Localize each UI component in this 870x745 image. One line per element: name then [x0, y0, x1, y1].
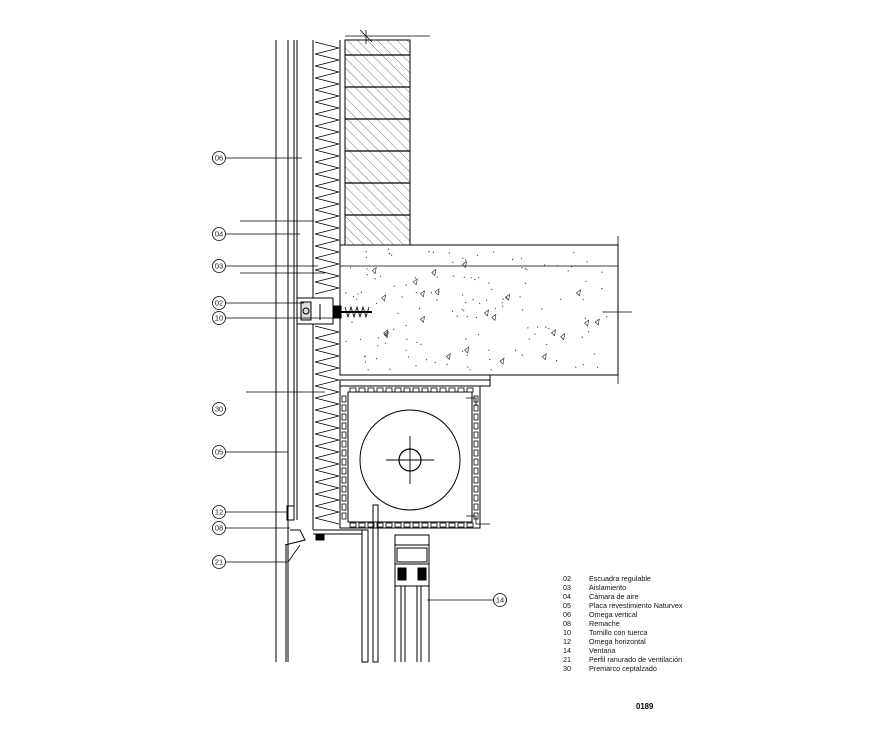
legend-item-number: 06 — [563, 610, 571, 619]
legend-item: 04 Cámara de aire — [563, 592, 639, 601]
callout-bubbles: 06 04 03 02 10 30 05 12 — [212, 151, 507, 607]
legend-item-text: Premarco ceptalzado — [589, 664, 657, 673]
legend-item: 02 Escuadra regulable — [563, 574, 651, 583]
callout-02: 02 — [212, 296, 226, 310]
callout-06-label: 06 — [215, 154, 223, 163]
legend-item-text: Aislamiento — [589, 583, 626, 592]
legend-item-number: 02 — [563, 574, 571, 583]
callout-03-label: 03 — [215, 262, 223, 271]
legend-item: 03 Aislamiento — [563, 583, 626, 592]
insulation-layer — [314, 41, 340, 525]
legend-item: 08 Remache — [563, 619, 620, 628]
callout-12: 12 — [212, 505, 226, 519]
callout-14: 14 — [493, 593, 507, 607]
legend-item: 06 Omega vertical — [563, 610, 638, 619]
legend-item: 12 Omega horizontal — [563, 637, 646, 646]
callout-10: 10 — [212, 311, 226, 325]
callout-05: 05 — [212, 445, 226, 459]
legend-item: 14 Ventana — [563, 646, 615, 655]
callout-04: 04 — [212, 227, 226, 241]
concrete-slab — [339, 236, 632, 384]
legend: 02 Escuadra regulable 03 Aislamiento 04 … — [563, 574, 683, 673]
callout-05-label: 05 — [215, 448, 223, 457]
legend-item-text: Placa revestimiento Naturvex — [589, 601, 683, 610]
callout-12-label: 12 — [215, 508, 223, 517]
callout-10-label: 10 — [215, 314, 223, 323]
legend-item-number: 05 — [563, 601, 571, 610]
callout-02-label: 02 — [215, 299, 223, 308]
leader-lines — [226, 157, 493, 601]
callout-14-label: 14 — [496, 596, 504, 605]
legend-item: 30 Premarco ceptalzado — [563, 664, 657, 673]
drawing-code: 0189 — [636, 702, 654, 711]
legend-item-text: Perfil ranurado de ventilación — [589, 655, 682, 664]
brick-wall — [344, 39, 411, 246]
legend-item-number: 30 — [563, 664, 571, 673]
window-frame — [284, 504, 430, 663]
legend-item-number: 03 — [563, 583, 571, 592]
callout-21-label: 21 — [215, 558, 223, 567]
legend-item-text: Omega horizontal — [589, 637, 646, 646]
legend-item-number: 10 — [563, 628, 571, 637]
roller-shutter-box — [339, 375, 491, 529]
legend-item-text: Remache — [589, 619, 620, 628]
adjustable-bracket — [296, 297, 372, 325]
callout-04-label: 04 — [215, 230, 223, 239]
legend-item-text: Omega vertical — [589, 610, 638, 619]
legend-item-text: Tornillo con tuerca — [589, 628, 647, 637]
legend-item-number: 21 — [563, 655, 571, 664]
legend-item-text: Escuadra regulable — [589, 574, 651, 583]
legend-item: 05 Placa revestimiento Naturvex — [563, 601, 683, 610]
legend-item-text: Cámara de aire — [589, 592, 639, 601]
legend-item-number: 14 — [563, 646, 571, 655]
callout-21: 21 — [212, 555, 226, 569]
legend-item: 21 Perfil ranurado de ventilación — [563, 655, 682, 664]
callout-06: 06 — [212, 151, 226, 165]
facade-cladding — [275, 40, 341, 662]
callout-30-label: 30 — [215, 405, 223, 414]
legend-item-text: Ventana — [589, 646, 615, 655]
legend-item: 10 Tornillo con tuerca — [563, 628, 647, 637]
legend-item-number: 12 — [563, 637, 571, 646]
legend-item-number: 08 — [563, 619, 571, 628]
callout-03: 03 — [212, 259, 226, 273]
callout-08: 08 — [212, 521, 226, 535]
legend-item-number: 04 — [563, 592, 571, 601]
callout-30: 30 — [212, 402, 226, 416]
callout-08-label: 08 — [215, 524, 223, 533]
